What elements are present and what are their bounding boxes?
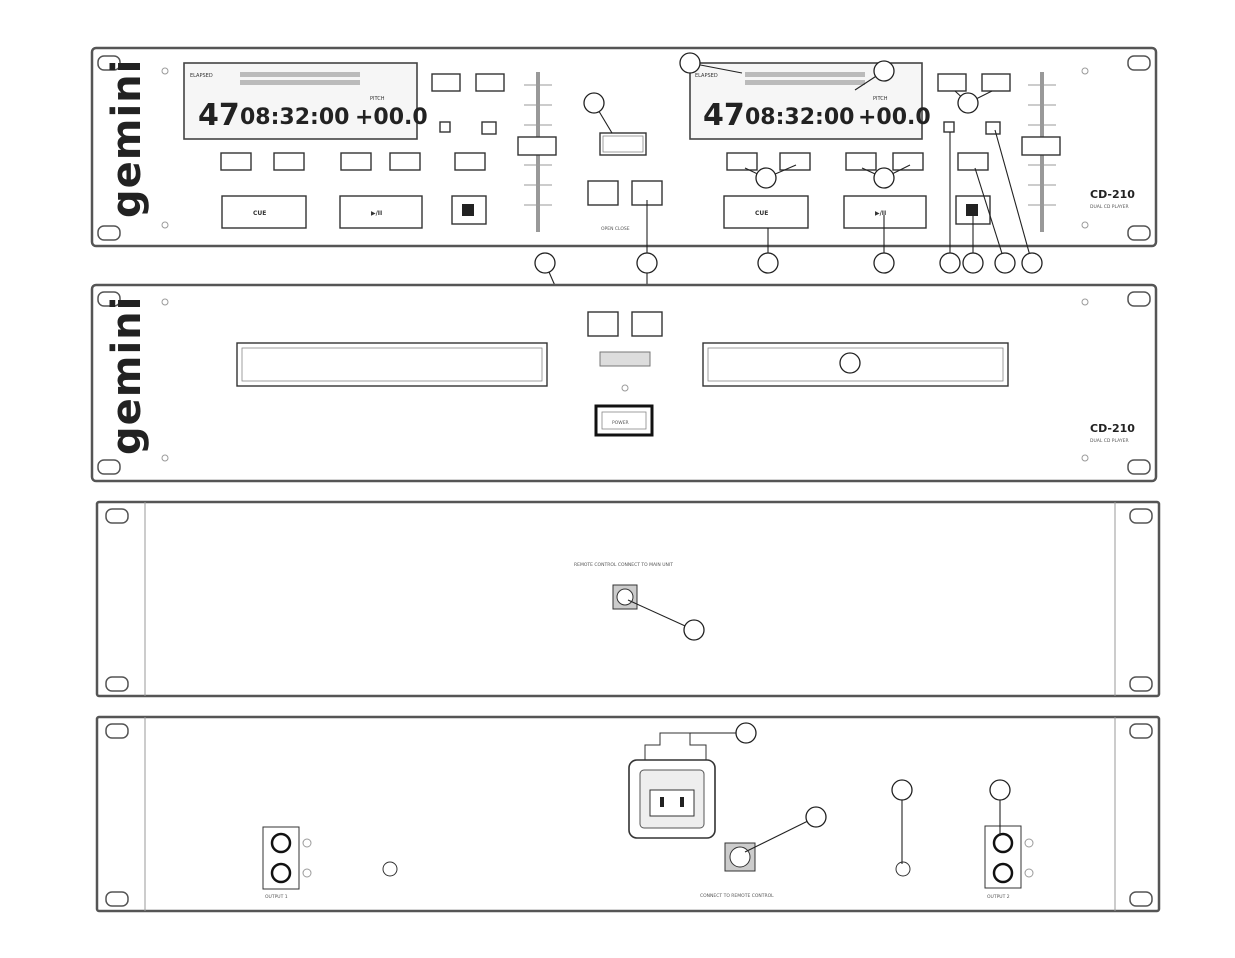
cue-button-left[interactable]: CUE: [221, 195, 307, 229]
digital-out-right[interactable]: [895, 861, 911, 877]
pitch-slider-knob-left[interactable]: [517, 136, 557, 156]
lcd-time-right: 08:32:00: [745, 105, 854, 130]
track-back-button-right[interactable]: [845, 152, 877, 171]
model-badge-main: CD-210 DUAL CD PLAYER: [1090, 188, 1135, 210]
ac-power-inlet[interactable]: [628, 759, 716, 839]
callout-voltage: [735, 722, 757, 744]
svg-text:CUE: CUE: [253, 210, 266, 217]
cue-button-right[interactable]: CUE: [723, 195, 809, 229]
lcd-mode-label-right: ELAPSED: [695, 73, 718, 79]
callout-disc-tray: [839, 352, 861, 374]
single-button-right[interactable]: [981, 73, 1011, 92]
remote-connector-drive[interactable]: [724, 842, 756, 872]
audio-output-left[interactable]: [262, 826, 312, 890]
relay-button[interactable]: [599, 132, 647, 156]
pitch-slider-knob-right[interactable]: [1021, 136, 1061, 156]
drive-unit-front-panel: gemini POWER CD-210 DUAL CD PLAYER: [90, 283, 1158, 483]
svg-text:CD-210: CD-210: [1090, 188, 1135, 201]
search-fwd-button-right[interactable]: [779, 152, 811, 171]
pitch-slider-left[interactable]: [517, 72, 557, 232]
svg-text:▶/II: ▶/II: [875, 210, 886, 217]
callouts-main-unit: [534, 52, 1043, 416]
program-button-right[interactable]: [957, 152, 989, 171]
remote-connector-main[interactable]: [612, 584, 638, 610]
lcd-display-right: ELAPSED 47 08:32:00 +00.0 PITCH: [689, 62, 931, 140]
model-badge-drive: CD-210 DUAL CD PLAYER: [1090, 422, 1135, 444]
play-pause-button-right[interactable]: ▶/II: [843, 195, 927, 229]
lcd-pitch-right: +00.0: [858, 105, 931, 130]
open-close-button-1[interactable]: [587, 180, 619, 206]
output-right-label: OUTPUT 2: [987, 894, 1010, 900]
callout-remote-connector: [683, 619, 705, 641]
callout-audio-out: [989, 779, 1011, 801]
drive-unit-rear-panel: CONNECT TO REMOTE CONTROL OUTPUT 1 OUTPU…: [95, 715, 1161, 913]
brand-logo-drive: gemini: [104, 296, 150, 455]
lcd-mode-label: ELAPSED: [190, 73, 213, 79]
connect-remote-label: CONNECT TO REMOTE CONTROL: [700, 893, 774, 899]
callout-remote-drive: [805, 806, 827, 828]
lcd-time: 08:32:00: [240, 105, 349, 130]
audio-output-right[interactable]: [984, 825, 1034, 889]
center-controls: OPEN CLOSE: [587, 132, 663, 232]
single-button-left[interactable]: [475, 73, 505, 92]
lcd-pitch: +00.0: [355, 105, 428, 130]
play-pause-button-left[interactable]: ▶/II: [339, 195, 423, 229]
svg-text:DUAL CD PLAYER: DUAL CD PLAYER: [1090, 438, 1129, 444]
search-back-button-right[interactable]: [726, 152, 758, 171]
drive-open-close-button-1[interactable]: [587, 311, 619, 337]
stop-icon-left: [462, 204, 474, 216]
remote-connector-label: REMOTE CONTROL CONNECT TO MAIN UNIT: [574, 562, 673, 568]
lcd-pitch-label-right: PITCH: [873, 96, 888, 102]
pitch-on-button-left[interactable]: [481, 121, 497, 135]
right-deck-controls: CUE ▶/II: [723, 73, 1011, 229]
disc-tray-left[interactable]: [236, 342, 548, 387]
svg-text:DUAL CD PLAYER: DUAL CD PLAYER: [1090, 204, 1129, 210]
drive-logo-mark: [599, 351, 651, 367]
lcd-pitch-label: PITCH: [370, 96, 385, 102]
open-close-label: OPEN CLOSE: [601, 226, 630, 232]
svg-text:▶/II: ▶/II: [371, 210, 382, 217]
callout-digital-out: [891, 779, 913, 801]
main-unit-rear-panel: REMOTE CONTROL CONNECT TO MAIN UNIT: [95, 500, 1161, 698]
output-left-label: OUTPUT 1: [265, 894, 288, 900]
svg-text:CD-210: CD-210: [1090, 422, 1135, 435]
pitch-led-left: [439, 121, 451, 133]
track-fwd-button-left[interactable]: [389, 152, 421, 171]
stop-icon-right: [966, 204, 978, 216]
lcd-track-number: 47: [198, 98, 240, 133]
time-button-left[interactable]: [431, 73, 461, 92]
search-back-button-left[interactable]: [220, 152, 252, 171]
time-button-right[interactable]: [937, 73, 967, 92]
search-fwd-button-left[interactable]: [273, 152, 305, 171]
program-button-left[interactable]: [454, 152, 486, 171]
brand-logo: gemini: [104, 59, 150, 218]
digital-out-left[interactable]: [382, 861, 398, 877]
power-led: [621, 384, 629, 392]
lcd-track-number-right: 47: [703, 98, 745, 133]
pitch-led-right: [943, 121, 955, 133]
drive-open-close-button-2[interactable]: [631, 311, 663, 337]
power-label: POWER: [612, 420, 629, 426]
track-fwd-button-right[interactable]: [892, 152, 924, 171]
pitch-slider-right[interactable]: [1021, 72, 1061, 232]
svg-text:CUE: CUE: [755, 210, 768, 217]
power-button[interactable]: [594, 404, 654, 437]
track-back-button-left[interactable]: [340, 152, 372, 171]
main-unit-front-panel: gemini ELAPSED 47 08:32:00 +00.0 PITCH E…: [90, 46, 1158, 416]
lcd-display-left: ELAPSED 47 08:32:00 +00.0 PITCH: [183, 62, 428, 140]
left-deck-controls: CUE ▶/II: [220, 73, 505, 229]
pitch-on-button-right[interactable]: [985, 121, 1001, 135]
